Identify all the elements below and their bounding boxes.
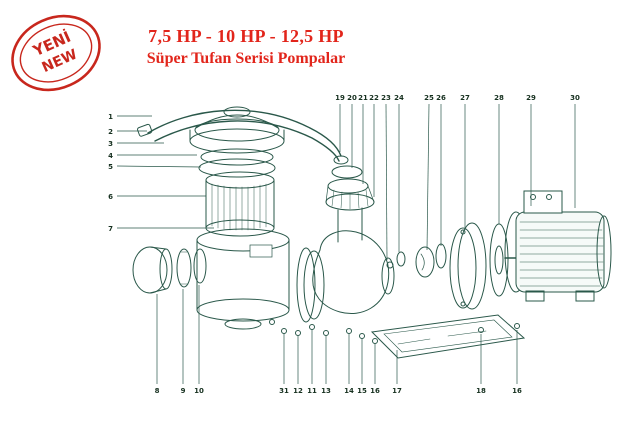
part-number-5: 5: [108, 163, 113, 171]
inlet-union-stack: [325, 165, 375, 211]
impeller: [415, 246, 435, 278]
seal-small: [386, 261, 394, 269]
part-number-10: 10: [194, 387, 204, 395]
part-number-31: 31: [279, 387, 289, 395]
title-block: 7,5 HP - 10 HP - 12,5 HP Süper Tufan Ser…: [112, 26, 380, 68]
part-number-15: 15: [357, 387, 367, 395]
leader-line-5: [116, 165, 202, 168]
part-number-18: 18: [476, 387, 486, 395]
part-number-7: 7: [108, 225, 113, 233]
motor: [504, 190, 612, 302]
clamp-ring: [198, 158, 276, 178]
leader-line-23: [385, 103, 388, 261]
part-number-1: 1: [108, 113, 113, 121]
brand-label: [249, 244, 273, 258]
part-number-9: 9: [181, 387, 186, 395]
volute-casing: [296, 207, 395, 323]
leader-line-25: [426, 103, 430, 251]
mechanical-seal: [396, 251, 406, 267]
part-number-13: 13: [321, 387, 331, 395]
pump-drawing: [132, 106, 612, 359]
part-number-8: 8: [155, 387, 160, 395]
part-number-16: 16: [370, 387, 380, 395]
hose-fitting-left: [137, 123, 153, 137]
part-number-14: 14: [344, 387, 354, 395]
wear-ring: [435, 243, 447, 269]
part-number-29: 29: [526, 94, 536, 102]
part-number-28: 28: [494, 94, 504, 102]
part-number-24: 24: [394, 94, 404, 102]
part-number-21: 21: [358, 94, 368, 102]
part-number-19: 19: [335, 94, 345, 102]
part-number-4: 4: [108, 152, 113, 160]
title-hp-range: 7,5 HP - 10 HP - 12,5 HP: [148, 26, 344, 46]
part-number-12: 12: [293, 387, 303, 395]
base-plate: [370, 314, 526, 359]
part-number-22: 22: [369, 94, 379, 102]
part-number-23: 23: [381, 94, 391, 102]
part-number-6: 6: [108, 193, 113, 201]
part-number-17: 17: [392, 387, 402, 395]
strainer-tank: [196, 228, 290, 330]
part-number-11: 11: [307, 387, 317, 395]
new-stamp: YENİ NEW: [6, 4, 106, 102]
o-ring: [200, 148, 274, 166]
lid: [194, 118, 280, 142]
lid-knob: [223, 106, 251, 118]
part-number-16: 16: [512, 387, 522, 395]
union-rings: [176, 248, 207, 288]
terminal-box: [523, 190, 563, 214]
stamp-graphic: YENİ NEW: [11, 14, 101, 92]
part-number-26: 26: [436, 94, 446, 102]
part-number-25: 25: [424, 94, 434, 102]
diffuser-bracket: [449, 222, 487, 310]
hose-fitting-right: [333, 155, 349, 165]
part-number-27: 27: [460, 94, 470, 102]
strainer-basket: [205, 171, 275, 237]
part-number-2: 2: [108, 128, 113, 136]
part-number-20: 20: [347, 94, 357, 102]
part-number-30: 30: [570, 94, 580, 102]
title-series-name: Süper Tufan Serisi Pompalar: [146, 50, 346, 67]
part-number-3: 3: [108, 140, 113, 148]
union-cap: [132, 246, 173, 294]
fasteners: [281, 324, 378, 344]
